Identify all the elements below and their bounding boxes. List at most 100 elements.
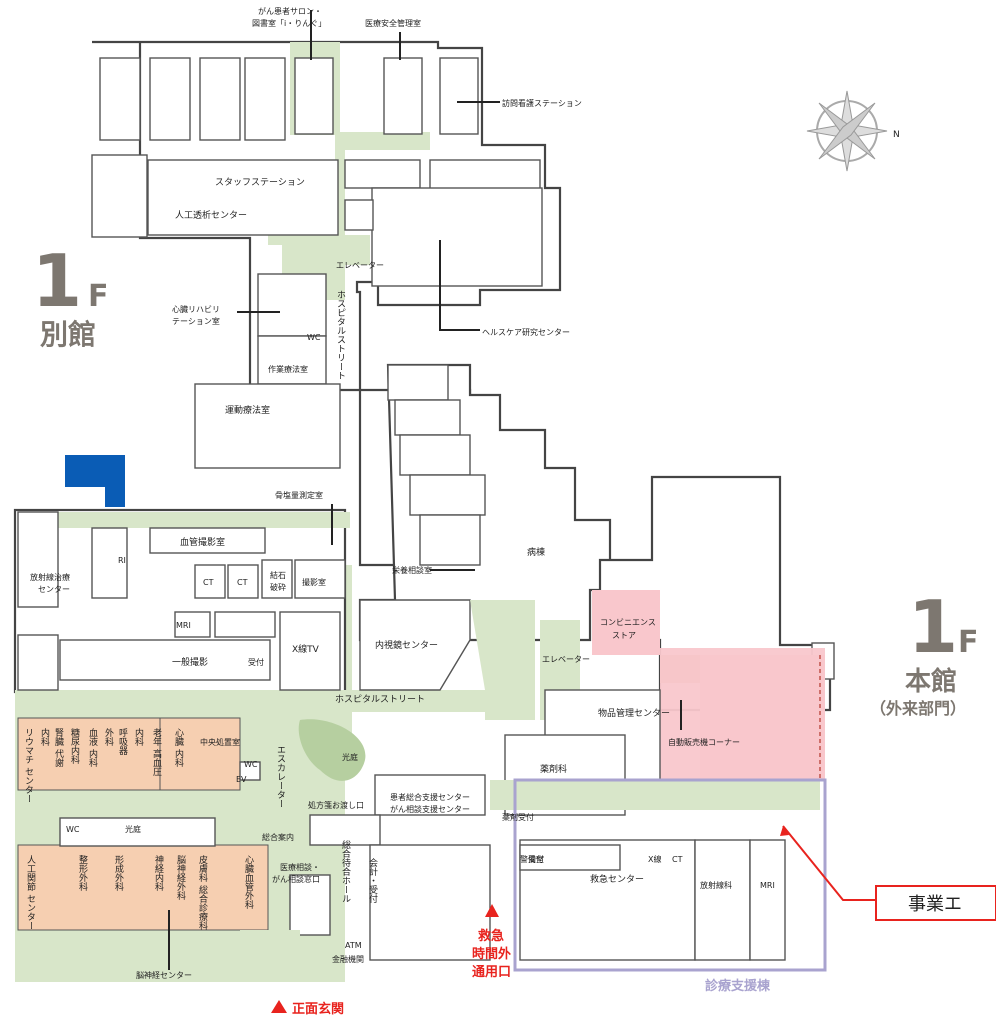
support-building-name: 診療支援棟 (705, 978, 771, 994)
radiation-label-1: 放射線治療 (30, 572, 70, 582)
ri-label: RI (118, 556, 126, 565)
wc-label-2: WC (244, 760, 258, 769)
elevator-label-2: エレベーター (542, 655, 590, 664)
emergency-entrance-line1[interactable]: 救急 (478, 928, 504, 944)
dept-bottom-1: 整形外科 (77, 854, 88, 892)
triangle-up-icon (485, 904, 499, 917)
security-label: 警備室 (520, 854, 544, 864)
neuro-label: 脳神経センター (136, 970, 192, 980)
dept-bottom-3: 神経内科 (153, 854, 164, 892)
supply-label: 物品管理センター (598, 707, 670, 719)
atm-label: ATM (345, 941, 362, 950)
waiting-hall-label: 総合待合ホール (340, 839, 351, 903)
bone-label: 骨塩量測定室 (275, 490, 323, 500)
reception-label: 受付 (248, 657, 264, 667)
dept-bottom-5: 皮膚科 総合診療科 (197, 854, 208, 931)
main-floor-number: 1 (908, 585, 958, 669)
main-wing (490, 475, 835, 816)
hospital-street-h-label: ホスピタルストリート (335, 694, 425, 705)
consult-label-1: 医療相談・ (280, 862, 320, 872)
annex-floor-suffix: F (88, 279, 109, 314)
safety-label: 医療安全管理室 (365, 18, 421, 28)
pharmacy-label: 薬剤科 (540, 763, 567, 775)
info-label: 総合案内 (262, 832, 294, 842)
dept-bottom-4: 脳神経外科 (175, 854, 186, 901)
lobby (298, 719, 491, 961)
er-label: 救急センター (590, 873, 644, 885)
ct-label-2: CT (237, 578, 248, 587)
angio-label: 血管撮影室 (180, 536, 225, 548)
triangle-up-icon (271, 1000, 287, 1013)
patient-support-label-2: がん相談支援センター (390, 804, 470, 814)
dept-top-6: 呼吸器 (117, 728, 128, 755)
courtyard-label-2: 光庭 (125, 824, 141, 834)
salon-label-2: 図書室「ⅰ・りんぐ」 (252, 18, 326, 28)
annex-name: 別館 (40, 318, 96, 351)
escalator-label: エスカレーター (275, 745, 286, 808)
prescription-label: 処方箋お渡し口 (308, 800, 364, 810)
support-building (513, 778, 827, 972)
finance-label: 金融機関 (332, 954, 364, 964)
svg-text:N: N (893, 130, 900, 140)
central-lab-label: 中央処置室 (200, 737, 240, 747)
er-reception-label: 受付 (528, 854, 544, 864)
dept-top-9: 心臓 内科 (173, 728, 184, 768)
dept-top-7: 内科 (133, 727, 144, 747)
courtyard-label: 光庭 (342, 752, 358, 762)
mri-label: MRI (176, 621, 191, 630)
xray-tv-label: X線TV (292, 643, 320, 655)
dept-bottom-0: 人工関節 センター (25, 855, 36, 930)
dept-top-5: 外科 (103, 727, 114, 747)
main-building-name: 本館 (905, 666, 957, 697)
staff-station-label: スタッフステーション (215, 177, 305, 188)
lithotripsy-label-2: 破砕 (270, 582, 286, 592)
wc-label: WC (307, 333, 321, 342)
dept-bottom-6: 心臓血管外科 (243, 855, 254, 910)
front-entrance-label[interactable]: 正面玄関 (292, 1001, 344, 1017)
dept-top-0: リウマチ センター (23, 728, 34, 803)
general-xray-label: 一般撮影 (172, 656, 208, 668)
dept-top-2: 腎臓 代謝 (53, 728, 64, 768)
convenience-label-1: コンビニエンス (600, 618, 656, 627)
ward-block (358, 363, 612, 720)
ev-label: EV (236, 775, 247, 784)
pharmacy-reception-label: 薬剤受付 (502, 812, 534, 822)
accounting-label: 会計・受付 (367, 857, 378, 904)
emergency-entrance-line3[interactable]: 通用口 (472, 964, 511, 980)
convenience-label-2: ストア (612, 631, 636, 640)
radiology-block (13, 508, 485, 712)
dialysis-label: 人工透析センター (175, 209, 247, 221)
patient-support-label-1: 患者総合支援センター (390, 792, 470, 802)
hospital-street-v-label: ホスピタルストリート (335, 290, 346, 380)
dept-top-8: 老年 高血圧 (151, 727, 162, 777)
dept-bottom-2: 形成外科 (113, 854, 124, 892)
nutrition-label: 栄養相談室 (392, 565, 432, 575)
clinic-block (15, 712, 345, 982)
dept-top-4: 血液 内科 (87, 727, 98, 768)
healthcare-label: ヘルスケア研究センター (482, 327, 570, 337)
endoscopy-label: 内視鏡センター (375, 639, 438, 651)
annex-floor-number: 1 (32, 239, 82, 323)
vending-label: 自動販売機コーナー (668, 737, 740, 747)
consult-label-2: がん相談窓口 (272, 874, 320, 884)
main-floor-suffix: F (958, 625, 979, 660)
radiology-label: 放射線科 (700, 880, 732, 890)
pt-label: 運動療法室 (225, 404, 270, 416)
nursing-label: 訪問看護ステーション (502, 98, 582, 108)
mri2-label: MRI (760, 881, 775, 890)
wc-label-3: WC (66, 825, 80, 834)
main-building-sub: （外来部門） (870, 699, 966, 718)
compass-rose-icon: N (806, 90, 900, 172)
emergency-entrance-line2[interactable]: 時間外 (472, 946, 511, 962)
ct-label-1: CT (203, 578, 214, 587)
dept-top-3: 糖尿内科 (69, 727, 80, 765)
salon-label-1: がん患者サロン・ (258, 6, 322, 16)
dept-top-1: 内科 (39, 727, 50, 747)
callout-box (875, 885, 996, 921)
lithotripsy-label-1: 結石 (270, 570, 286, 580)
occupational-label: 作業療法室 (268, 364, 308, 374)
xray-label: X線 (648, 854, 661, 864)
elevator-label: エレベーター (336, 261, 384, 270)
ward-label: 病棟 (527, 546, 545, 558)
